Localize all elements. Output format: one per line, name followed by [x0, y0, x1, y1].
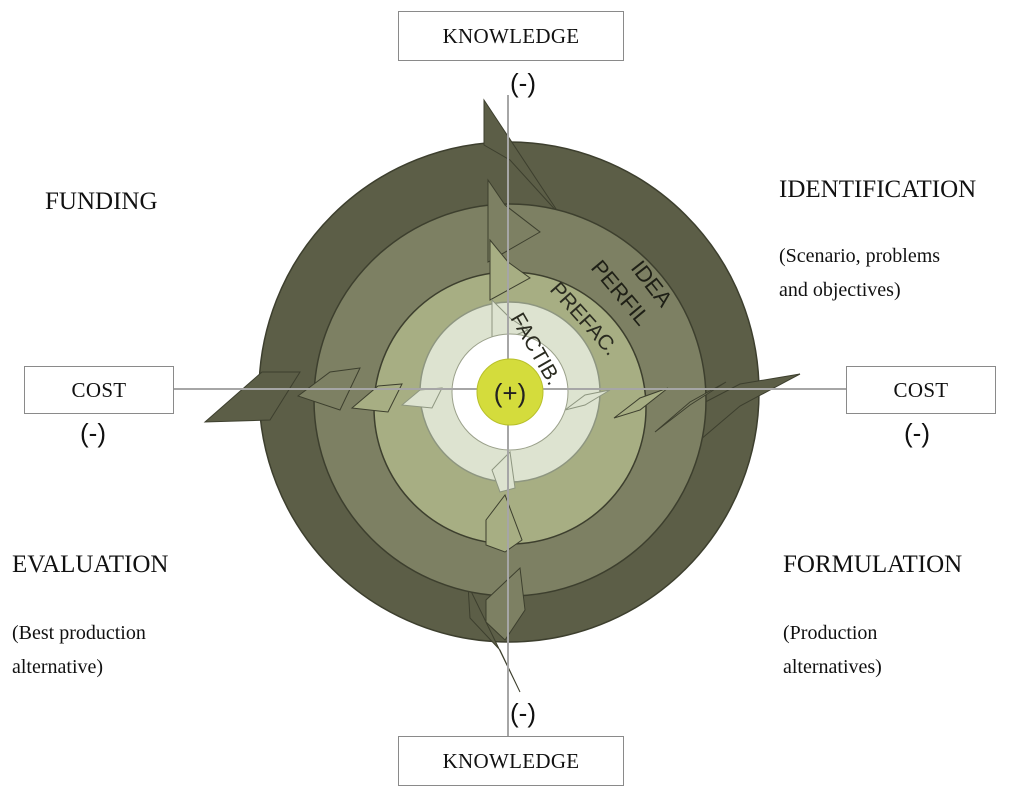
ring-perfil-arrow-bottom: [485, 566, 526, 641]
ring-prefac-arrow-left: [350, 383, 403, 413]
ring-idea-arrow-top: [483, 98, 561, 216]
cost-right-box: COST: [846, 366, 996, 414]
knowledge-top-sign: (-): [510, 68, 536, 98]
evaluation-description-line-2: alternative): [12, 656, 104, 678]
ring-prefac-arrow-right: [613, 387, 669, 419]
ring-prefac-arrow-top: [489, 238, 531, 301]
center-circle: [476, 358, 544, 426]
formulation-title: FORMULATION: [783, 551, 963, 578]
knowledge-top-box: KNOWLEDGE: [398, 11, 624, 61]
funding-title: FUNDING: [45, 188, 158, 215]
formulation-description-line-2: alternatives): [783, 656, 882, 678]
ring-perfil-arrow-right: [654, 381, 727, 433]
cost-right-sign: (-): [904, 418, 930, 448]
knowledge-bottom-box: KNOWLEDGE: [398, 736, 624, 786]
ring-factib-arrow-bottom: [491, 450, 516, 493]
knowledge-bottom-sign: (-): [510, 698, 536, 728]
center-label: (+): [494, 378, 527, 408]
identification-description-line-2: and objectives): [779, 279, 901, 301]
ring-factib-arrow-top: [491, 298, 530, 346]
identification-description-line-1: (Scenario, problems: [779, 245, 941, 267]
evaluation-title: EVALUATION: [12, 551, 169, 578]
ring-prefac-arrow-bottom: [485, 493, 523, 553]
identification-title: IDENTIFICATION: [779, 176, 977, 203]
formulation-description-line-1: (Production: [783, 622, 878, 644]
ring-perfil-arrow-top: [487, 178, 541, 263]
cost-left-sign: (-): [80, 418, 106, 448]
evaluation-description-line-1: (Best production: [12, 622, 146, 644]
cost-left-box: COST: [24, 366, 174, 414]
